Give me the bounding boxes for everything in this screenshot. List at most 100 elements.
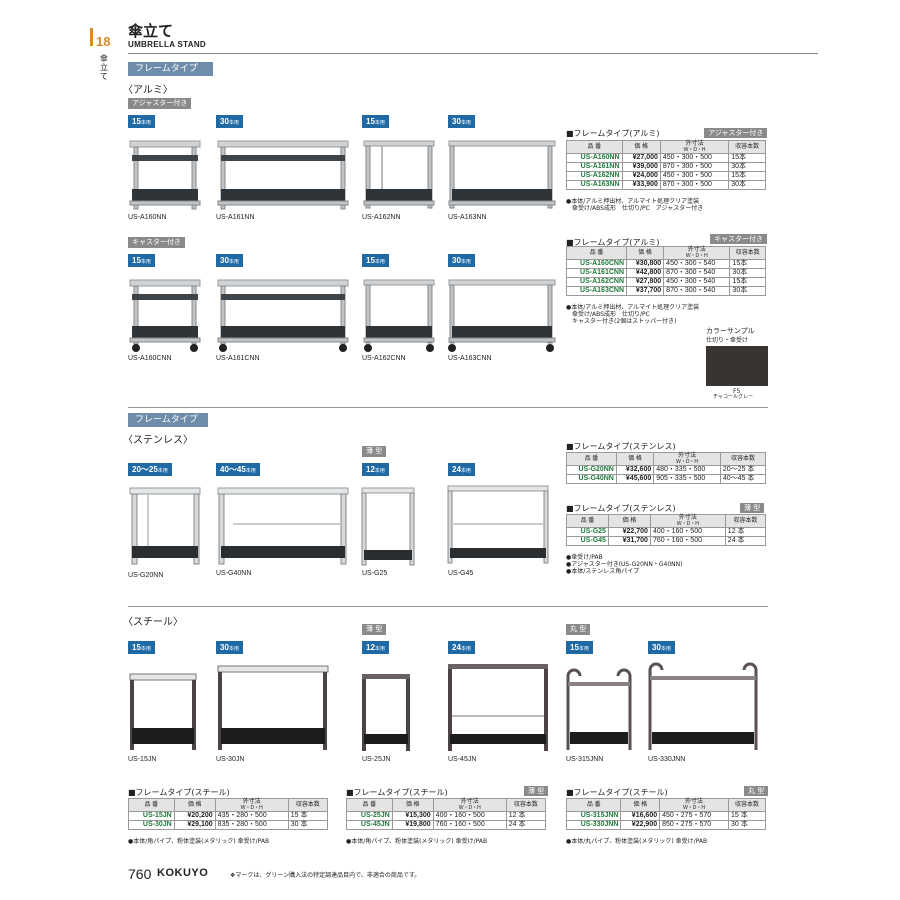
umbrella-stand-image-A160NN [129, 140, 201, 210]
spec-note: ●本体/アルミ押出材、アルマイト処理クリア塗装 [566, 304, 700, 311]
umbrella-stand-image-315JNN [566, 668, 632, 750]
chapter-accent-bar [90, 28, 93, 46]
umbrella-stand-image-A161CNN [217, 279, 349, 352]
model-label: US-A162CNN [362, 355, 406, 362]
section-banner-frame-type: フレームタイプ [128, 413, 208, 427]
model-label: US-A160NN [128, 214, 167, 221]
model-label: US-15JN [128, 756, 157, 763]
umbrella-stand-image-45JN [448, 664, 548, 751]
round-tag: 丸 型 [566, 624, 591, 635]
spec-note: ●本体/ステンレス角パイプ [566, 568, 640, 575]
spec-tag-thin: 薄 型 [740, 503, 765, 513]
spec-note: ●アジャスター付き(US-G20NN・G40NN) [566, 561, 683, 568]
umbrella-stand-image-G20NN [129, 487, 201, 565]
umbrella-stand-image-330JNN [648, 662, 758, 750]
spec-note: 傘受け/ABS成形 仕切り/PC [566, 311, 650, 318]
umbrella-stand-image-G25 [361, 487, 415, 566]
umbrella-stand-image-A163NN [448, 140, 556, 209]
spec-note: ●本体/角パイプ、粉体塗装(メタリック) 傘受け/PAB [346, 838, 488, 845]
capacity-badge: 12本用 [362, 641, 389, 654]
spec-note: キャスター付き(2個はストッパー付き) [566, 318, 677, 325]
capacity-badge: 12本用 [362, 463, 389, 476]
umbrella-stand-image-25JN [362, 674, 410, 751]
capacity-badge: 30本用 [448, 254, 475, 267]
capacity-badge: 15本用 [128, 115, 155, 128]
umbrella-stand-image-30JN [217, 665, 329, 750]
model-label: US-A161NN [216, 214, 255, 221]
thin-tag: 薄 型 [362, 624, 387, 635]
spec-tag-round: 丸 型 [744, 786, 769, 796]
model-label: US-G40NN [216, 570, 252, 577]
capacity-badge: 30本用 [216, 641, 243, 654]
capacity-badge: 15本用 [566, 641, 593, 654]
capacity-badge: 30本用 [448, 115, 475, 128]
capacity-badge: 24本用 [448, 463, 475, 476]
subsection-aluminum: 〈アルミ〉 [123, 85, 173, 96]
thin-tag: 薄 型 [362, 446, 387, 457]
spec-title-stainless: ■フレームタイプ(ステンレス) [566, 442, 676, 451]
spec-title-al-adjuster: ■フレームタイプ(アルミ) [566, 129, 660, 138]
subsection-steel: 〈スチール〉 [123, 617, 183, 628]
header-divider [128, 53, 818, 54]
color-sample-sub: 仕切り・傘受け [706, 337, 749, 344]
capacity-badge: 24本用 [448, 641, 475, 654]
model-label: US-G25 [362, 570, 388, 577]
capacity-badge: 20～25本用 [128, 463, 172, 476]
model-label: US-25JN [362, 756, 391, 763]
model-label: US-A161CNN [216, 355, 260, 362]
capacity-badge: 15本用 [362, 115, 389, 128]
spec-title-al-caster: ■フレームタイプ(アルミ) [566, 238, 660, 247]
spec-note: ●傘受け/PAB [566, 554, 603, 561]
spec-title-steel: ■フレームタイプ(スチール) [128, 788, 230, 797]
spec-note: ●本体/アルミ押出材、アルマイト処理クリア塗装 [566, 198, 700, 205]
spec-tag-thin: 薄 型 [524, 786, 549, 796]
model-label: US-A160CNN [128, 355, 172, 362]
spec-title-steel-thin: ■フレームタイプ(スチール) [346, 788, 448, 797]
model-label: US-G45 [448, 570, 474, 577]
spec-title-stainless-thin: ■フレームタイプ(ステンレス) [566, 504, 676, 513]
adjuster-tag: アジャスター付き [128, 98, 192, 109]
model-label: US-G20NN [128, 572, 164, 579]
model-label: US-330JNN [648, 756, 686, 763]
model-label: US-30JN [216, 756, 245, 763]
umbrella-stand-image-A160CNN [129, 279, 201, 352]
page-number: 760 [128, 866, 152, 882]
section-banner-frame-type: フレームタイプ [128, 62, 213, 76]
spec-note: 傘受け/ABS成形 仕切り/PC アジャスター付き [566, 205, 704, 212]
capacity-badge: 30本用 [216, 115, 243, 128]
umbrella-stand-image-G45 [447, 485, 549, 564]
caster-tag: キャスター付き [128, 237, 185, 248]
footer-note: ❖マークは、グリーン購入法の特定調達品目内で、非適合の商品です。 [230, 872, 421, 879]
capacity-badge: 15本用 [362, 254, 389, 267]
spec-tag-adjuster: アジャスター付き [704, 128, 768, 138]
spec-note: ●本体/角パイプ、粉体塗装(メタリック) 傘受け/PAB [128, 838, 270, 845]
capacity-badge: 30本用 [648, 641, 675, 654]
model-label: US-A163CNN [448, 355, 492, 362]
color-code: F5 [733, 388, 741, 395]
subsection-stainless: 〈ステンレス〉 [123, 435, 193, 446]
capacity-badge: 15本用 [128, 641, 155, 654]
capacity-badge: 30本用 [216, 254, 243, 267]
